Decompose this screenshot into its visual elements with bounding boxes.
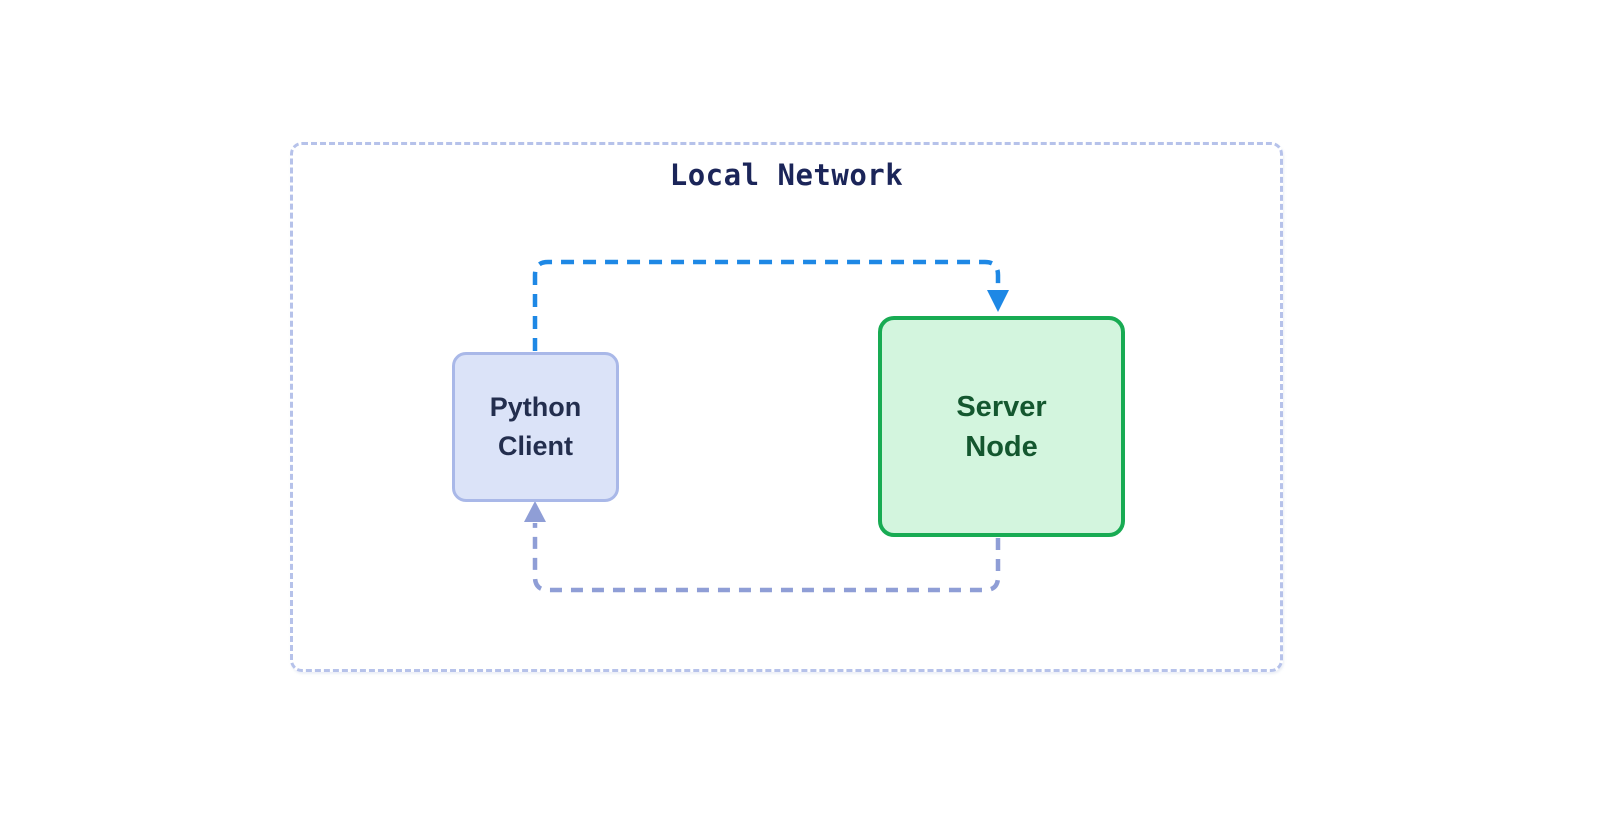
node-python-client: Python Client: [452, 352, 619, 502]
node-python-client-label-line1: Python: [489, 392, 582, 422]
local-network-title: Local Network: [669, 158, 904, 192]
node-server-node-label-line2: Node: [965, 430, 1038, 463]
local-network-boundary: [290, 142, 1283, 672]
node-server-node-label-line1: Server: [956, 390, 1047, 423]
node-python-client-label-line2: Client: [497, 431, 573, 461]
node-server-node: Server Node: [878, 316, 1125, 537]
